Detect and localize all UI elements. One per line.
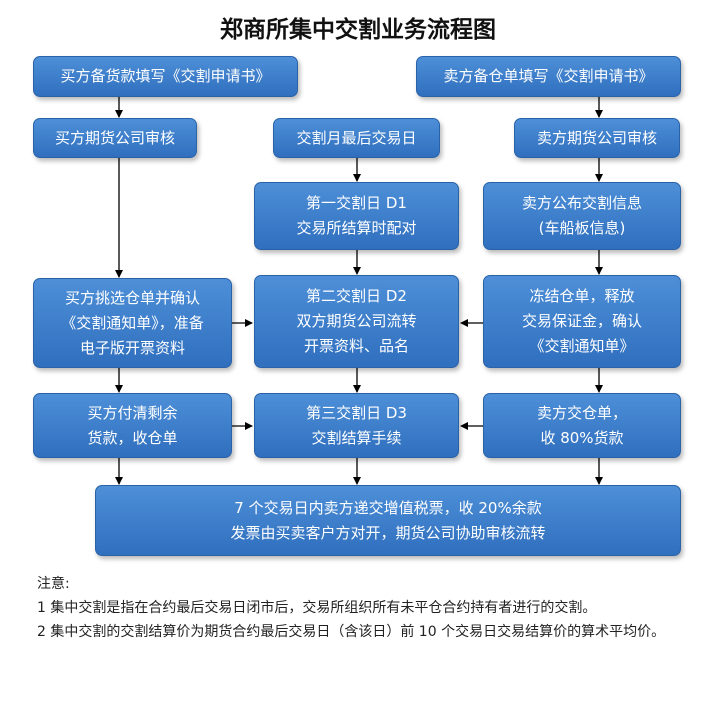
box-label: 买方备货款填写《交割申请书》 [60,67,271,85]
box-buyer-pay-remaining: 买方付清剩余 货款，收仓单 [33,393,232,458]
box-label: 7 个交易日内卖方递交增值税票，收 20%余款 发票由买卖客户方对开，期货公司协… [230,498,546,542]
box-buyer-application: 买方备货款填写《交割申请书》 [33,56,298,97]
box-buyer-select-warrant: 买方挑选仓单并确认 《交割通知单》，准备 电子版开票资料 [33,278,232,368]
box-label: 第三交割日 D3 交割结算手续 [306,403,407,447]
page-title: 郑商所集中交割业务流程图 [220,16,496,43]
note-item-2: 2 集中交割的交割结算价为期货合约最后交易日（含该日）前 10 个交易日交易结算… [37,624,666,640]
notes-section: 注意: 1 集中交割是指在合约最后交易日闭市后，交易所组织所有未平仓合约持有者进… [37,572,687,644]
box-label: 交割月最后交易日 [296,128,417,147]
box-label: 买方挑选仓单并确认 《交割通知单》，准备 电子版开票资料 [61,288,204,357]
box-seller-broker-review: 卖方期货公司审核 [514,118,680,158]
box-label: 冻结仓单，释放 交易保证金，确认 《交割通知单》 [521,287,642,355]
box-delivery-day-2: 第二交割日 D2 双方期货公司流转 开票资料、品名 [254,275,459,368]
notes-heading: 注意: [37,576,70,592]
box-invoice-settlement: 7 个交易日内卖方递交增值税票，收 20%余款 发票由买卖客户方对开，期货公司协… [95,485,681,556]
box-seller-application: 卖方备仓单填写《交割申请书》 [416,56,681,97]
box-label: 卖方备仓单填写《交割申请书》 [443,67,654,85]
box-label: 买方期货公司审核 [54,128,175,147]
note-item-1: 1 集中交割是指在合约最后交易日闭市后，交易所组织所有未平仓合约持有者进行的交割… [37,600,597,616]
box-label: 第二交割日 D2 双方期货公司流转 开票资料、品名 [296,287,417,355]
box-label: 卖方交仓单， 收 80%货款 [536,403,627,447]
box-last-trading-day: 交割月最后交易日 [273,118,440,158]
box-label: 卖方期货公司审核 [536,128,657,147]
box-label: 买方付清剩余 货款，收仓单 [87,403,178,447]
box-label: 第一交割日 D1 交易所结算时配对 [296,194,417,237]
box-seller-deliver-warrant: 卖方交仓单， 收 80%货款 [483,393,681,458]
box-buyer-broker-review: 买方期货公司审核 [33,118,197,158]
box-freeze-warrant: 冻结仓单，释放 交易保证金，确认 《交割通知单》 [483,275,681,368]
box-delivery-day-1: 第一交割日 D1 交易所结算时配对 [254,182,459,250]
box-seller-publish-info: 卖方公布交割信息 (车船板信息) [483,182,681,250]
box-delivery-day-3: 第三交割日 D3 交割结算手续 [254,393,459,458]
box-label: 卖方公布交割信息 (车船板信息) [521,194,642,237]
